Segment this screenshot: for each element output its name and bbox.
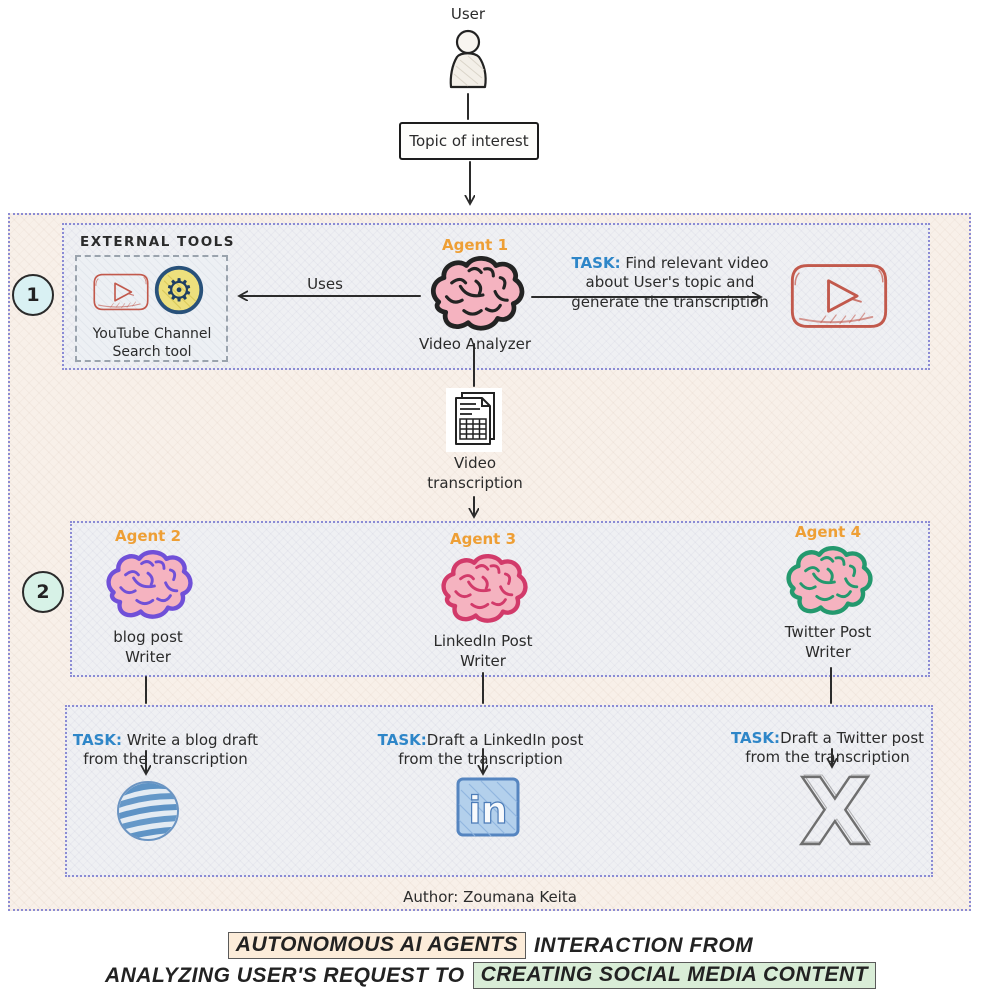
task-prefix: TASK: <box>377 730 427 749</box>
task-prefix: TASK: <box>730 728 781 747</box>
agent4-name: Agent 4 <box>794 523 862 541</box>
agent2-role: blog post Writer <box>113 628 183 666</box>
agent1-name: Agent 1 <box>441 236 509 254</box>
agent1-brain-icon <box>424 252 528 338</box>
caption-highlight-autonomous-ai-agents: AUTONOMOUS AI AGENTS <box>227 932 527 959</box>
youtube-target-icon <box>786 256 892 336</box>
step-2-number: 2 <box>36 581 50 603</box>
youtube-tool-icon <box>91 269 151 315</box>
external-tools-title: EXTERNAL TOOLS <box>80 234 235 250</box>
blog-globe-icon <box>115 779 181 843</box>
step-1-number: 1 <box>26 284 40 306</box>
task-body: Draft a LinkedIn post from the transcrip… <box>398 730 584 769</box>
task-prefix: TASK: <box>571 253 621 272</box>
gear-tool-icon <box>153 264 205 316</box>
agent3-name: Agent 3 <box>449 530 517 548</box>
task-body: Write a blog draft from the transcriptio… <box>83 730 259 769</box>
twitter-task-text: TASK:Draft a Twitter post from the trans… <box>720 709 935 768</box>
agent3-role: LinkedIn Post Writer <box>433 632 533 670</box>
linkedin-task-text: TASK:Draft a LinkedIn post from the tran… <box>373 711 588 770</box>
step-2-badge: 2 <box>22 571 64 613</box>
caption-line2-start: ANALYZING USER'S REQUEST TO <box>104 963 465 987</box>
caption: AUTONOMOUS AI AGENTS INTERACTION FROM AN… <box>0 932 981 989</box>
topic-of-interest-box: Topic of interest <box>399 122 539 160</box>
caption-highlight-social-media-content: CREATING SOCIAL MEDIA CONTENT <box>472 962 877 989</box>
agent2-brain-icon <box>100 546 196 626</box>
user-person-icon <box>438 28 498 93</box>
caption-line-2: ANALYZING USER'S REQUEST TO CREATING SOC… <box>104 962 877 989</box>
agent4-role: Twitter Post Writer <box>784 623 872 661</box>
task-body: Draft a Twitter post from the transcript… <box>745 728 925 767</box>
transcription-document-icon <box>446 388 502 452</box>
agent2-name: Agent 2 <box>114 527 182 545</box>
topic-of-interest-label: Topic of interest <box>409 132 529 150</box>
transcription-label: Video transcription <box>427 454 523 492</box>
twitter-x-icon <box>790 770 880 852</box>
agent3-brain-icon <box>435 550 531 630</box>
youtube-tool-label: YouTube Channel Search tool <box>92 326 212 361</box>
caption-line1-rest: INTERACTION FROM <box>534 933 754 957</box>
author-credit: Author: Zoumana Keita <box>403 888 577 906</box>
agent1-role: Video Analyzer <box>418 335 532 353</box>
agent1-task-text: TASK: Find relevant video about User's t… <box>555 234 785 312</box>
uses-label: Uses <box>307 275 343 293</box>
blog-task-text: TASK: Write a blog draft from the transc… <box>58 711 273 770</box>
user-label: User <box>450 5 486 23</box>
step-1-badge: 1 <box>12 274 54 316</box>
linkedin-icon <box>455 776 521 838</box>
caption-line-1: AUTONOMOUS AI AGENTS INTERACTION FROM <box>227 932 754 959</box>
agent4-brain-icon <box>780 542 876 622</box>
task-prefix: TASK: <box>72 730 123 749</box>
